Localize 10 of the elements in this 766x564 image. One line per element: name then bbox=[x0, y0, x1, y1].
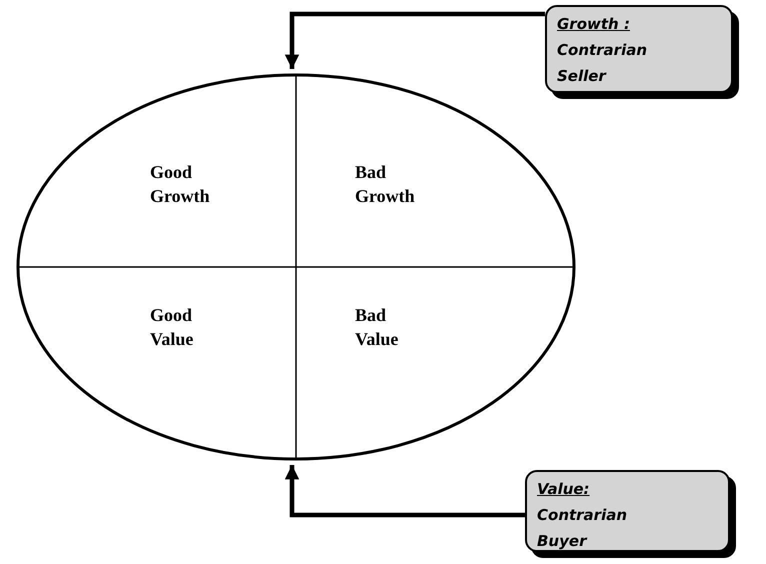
arrow bbox=[284, 12, 545, 69]
quadrant-label: Bad Growth bbox=[355, 161, 416, 208]
quadrant-label: Bad Value bbox=[355, 304, 400, 351]
callout-heading: Growth : bbox=[557, 14, 631, 35]
quadrant-label: Good Growth bbox=[150, 161, 211, 208]
callout-heading: Value: bbox=[537, 479, 591, 500]
quadrant-label: Good Value bbox=[150, 304, 194, 351]
arrow bbox=[284, 465, 525, 518]
callout-text: Contrarian Buyer bbox=[537, 505, 628, 552]
callout-text: Contrarian Seller bbox=[557, 40, 648, 87]
